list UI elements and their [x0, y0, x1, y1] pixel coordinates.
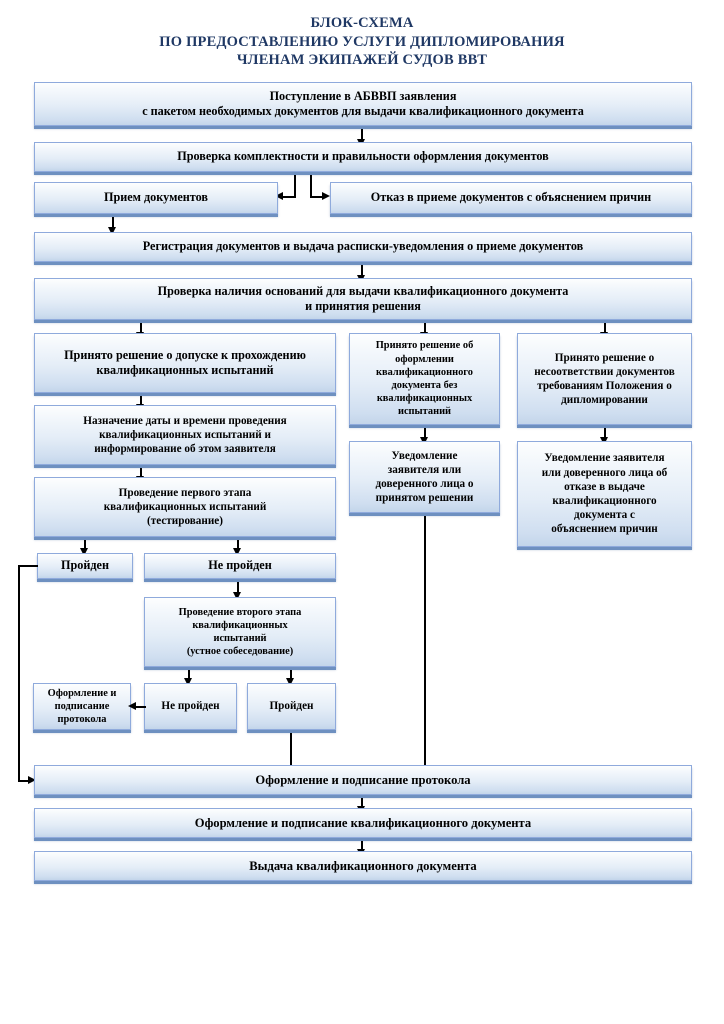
node-application-intake[interactable]: Поступление в АБВВП заявления с пакетом … [34, 82, 692, 126]
edge-n11-n20 [424, 516, 426, 771]
edge-n18-n17 [134, 706, 146, 708]
node-label: Назначение даты и времени проведения ква… [83, 414, 287, 456]
node-label: Проверка наличия оснований для выдачи кв… [157, 283, 569, 314]
node-label: Поступление в АБВВП заявления с пакетом … [142, 88, 584, 119]
node-stage2-failed[interactable]: Не пройден [144, 683, 237, 730]
node-decision-admit-to-exam[interactable]: Принято решение о допуске к прохождению … [34, 333, 336, 393]
edge-n16-n18 [188, 670, 190, 680]
node-completeness-check[interactable]: Проверка комплектности и правильности оф… [34, 142, 692, 172]
node-label: Проведение второго этапа квалификационны… [178, 606, 302, 658]
node-label: Оформление и подписание квалификационног… [194, 816, 532, 830]
arrow-down-icon [286, 678, 294, 686]
node-label: Принято решение об оформлении квалификац… [375, 340, 474, 418]
edge-n2-split-down-right [310, 175, 312, 197]
edge-n19-n20 [290, 733, 292, 771]
arrow-left-icon [275, 192, 283, 200]
edge-n15-n16 [237, 582, 239, 594]
node-label: Принято решение о несоответствии докумен… [534, 351, 675, 407]
node-label: Пройден [61, 558, 109, 573]
node-label: Выдача квалификационного документа [249, 859, 477, 873]
edge-n2-to-n3 [282, 196, 296, 198]
edge-n21-n22 [361, 841, 363, 851]
node-register-documents[interactable]: Регистрация документов и выдача расписки… [34, 232, 692, 262]
node-label: Проверка комплектности и правильности оф… [177, 149, 549, 164]
arrow-down-icon [233, 548, 241, 556]
node-stage1-passed[interactable]: Пройден [37, 553, 133, 579]
edge-n2-to-n4 [310, 196, 324, 198]
node-qualification-doc-sign[interactable]: Оформление и подписание квалификационног… [34, 808, 692, 838]
arrow-right-icon [322, 192, 330, 200]
node-protocol-draft-sign-small[interactable]: Оформление и подписание протокола [33, 683, 131, 730]
edge-n3-n5 [112, 217, 114, 229]
node-label: Не пройден [161, 700, 220, 713]
node-notify-applicant-decision[interactable]: Уведомление заявителя или доверенного ли… [349, 441, 500, 513]
node-label: Прием документов [103, 190, 208, 205]
page-title: БЛОК-СХЕМА ПО ПРЕДОСТАВЛЕНИЮ УСЛУГИ ДИПЛ… [0, 14, 724, 70]
node-label: Оформление и подписание протокола [255, 773, 471, 787]
edge-n8-n11 [424, 428, 426, 439]
edge-n13-n14 [84, 540, 86, 550]
title-line-2: ПО ПРЕДОСТАВЛЕНИЮ УСЛУГИ ДИПЛОМИРОВАНИЯ [159, 33, 565, 50]
node-label: Пройден [269, 700, 314, 713]
node-stage2-passed[interactable]: Пройден [247, 683, 336, 730]
node-first-stage-testing[interactable]: Проведение первого этапа квалификационны… [34, 477, 336, 537]
node-label: Принято решение о допуске к прохождению … [64, 347, 306, 378]
arrow-right-icon [28, 776, 36, 784]
arrow-left-icon [128, 702, 136, 710]
arrow-down-icon [184, 678, 192, 686]
node-label: Оформление и подписание протокола [47, 687, 117, 726]
title-line-3: ЧЛЕНАМ ЭКИПАЖЕЙ СУДОВ ВВТ [236, 52, 488, 68]
node-label: Проведение первого этапа квалификационны… [103, 486, 267, 528]
edge-n6-n9 [604, 323, 606, 335]
edge-n6-n8 [424, 323, 426, 335]
node-second-stage-interview[interactable]: Проведение второго этапа квалификационны… [144, 597, 336, 667]
node-protocol-draft-sign[interactable]: Оформление и подписание протокола [34, 765, 692, 795]
edge-n20-n21 [361, 798, 363, 808]
edge-n7-n10 [140, 396, 142, 406]
title-line-1: БЛОК-СХЕМА [310, 15, 414, 31]
edge-n9-n12 [604, 428, 606, 439]
node-decision-issue-without-exam[interactable]: Принято решение об оформлении квалификац… [349, 333, 500, 425]
edge-n2-split-down-left [294, 175, 296, 197]
node-accept-documents[interactable]: Прием документов [34, 182, 278, 214]
edge-n1-n2 [361, 129, 363, 141]
edge-n14-feedback-h1 [18, 565, 38, 567]
node-label: Уведомление заявителя или доверенного ли… [375, 449, 474, 505]
arrow-down-icon [80, 548, 88, 556]
edge-n13-n15 [237, 540, 239, 550]
node-label: Регистрация документов и выдача расписки… [142, 239, 584, 254]
arrow-down-icon [108, 227, 116, 235]
node-stage1-failed[interactable]: Не пройден [144, 553, 336, 579]
node-label: Отказ в приеме документов с объяснением … [370, 190, 652, 205]
node-issue-qualification-doc[interactable]: Выдача квалификационного документа [34, 851, 692, 881]
node-grounds-check[interactable]: Проверка наличия оснований для выдачи кв… [34, 278, 692, 320]
node-notify-applicant-refusal[interactable]: Уведомление заявителя или доверенного ли… [517, 441, 692, 547]
node-decision-documents-noncompliant[interactable]: Принято решение о несоответствии докумен… [517, 333, 692, 425]
edge-n14-feedback-h2 [18, 780, 30, 782]
node-reject-documents[interactable]: Отказ в приеме документов с объяснением … [330, 182, 692, 214]
node-label: Уведомление заявителя или доверенного ли… [541, 452, 668, 536]
node-schedule-exam[interactable]: Назначение даты и времени проведения ква… [34, 405, 336, 465]
edge-n6-n7 [140, 323, 142, 335]
arrow-down-icon [233, 592, 241, 600]
edge-n16-n19 [290, 670, 292, 680]
node-label: Не пройден [208, 558, 272, 573]
edge-n5-n6 [361, 265, 363, 277]
edge-n14-feedback-v [18, 565, 20, 781]
edge-n10-n13 [140, 468, 142, 478]
